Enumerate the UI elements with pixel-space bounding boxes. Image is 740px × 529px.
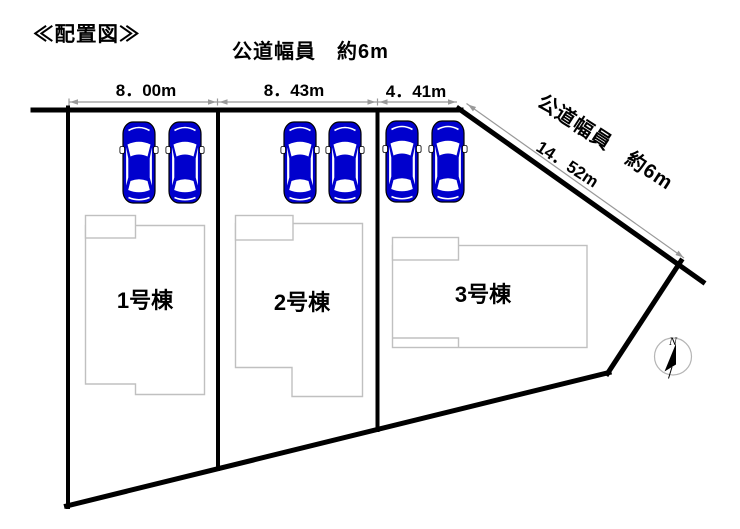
compass-icon: N [653, 334, 693, 379]
boundary-right-steep-line [604, 257, 685, 377]
building-2-outline [234, 222, 364, 398]
building-outlines [84, 214, 588, 398]
diagonal-dimension-line [466, 103, 685, 259]
dim-arrow [379, 99, 388, 105]
dimension-label-1: 8．00m [116, 81, 176, 100]
dimension-lines [68, 98, 685, 259]
building-2-porch-outline [234, 214, 294, 241]
dimension-label-3: 4．41m [386, 82, 446, 101]
building-1-label: 1号棟 [117, 288, 174, 313]
dim-arrow [367, 99, 376, 105]
parked-cars [119, 120, 468, 204]
dim-arrow [468, 104, 477, 112]
building-3-porch-outline [391, 236, 460, 261]
page-title: ≪配置図≫ [33, 23, 141, 46]
dim-arrow [675, 250, 684, 258]
car-icon [119, 121, 159, 204]
boundary-diagonal-road-line [455, 105, 707, 286]
car-icon [428, 120, 468, 203]
dim-arrow [70, 99, 78, 105]
dim-arrow [219, 99, 228, 105]
north-label: N [668, 334, 678, 348]
north-arrow-tail [668, 366, 673, 379]
building-1-porch-outline [84, 214, 137, 239]
car-icon [382, 120, 422, 203]
building-2-label: 2号棟 [274, 290, 331, 315]
boundary-bottom-line [63, 369, 613, 510]
car-icon [280, 121, 320, 204]
road-width-top-label: 公道幅員 約6m [232, 39, 389, 63]
building-3-outline [391, 244, 588, 349]
plot-boundary [30, 105, 707, 510]
car-icon [325, 121, 365, 204]
north-arrow-icon [664, 343, 676, 372]
building-3-step-line [392, 337, 460, 348]
dim-arrow [208, 99, 216, 105]
building-1-outline [84, 224, 206, 396]
building-3-label: 3号棟 [455, 282, 512, 307]
dim-arrow [448, 99, 456, 105]
car-icon [165, 121, 205, 204]
dimension-label-2: 8．43m [264, 81, 324, 100]
